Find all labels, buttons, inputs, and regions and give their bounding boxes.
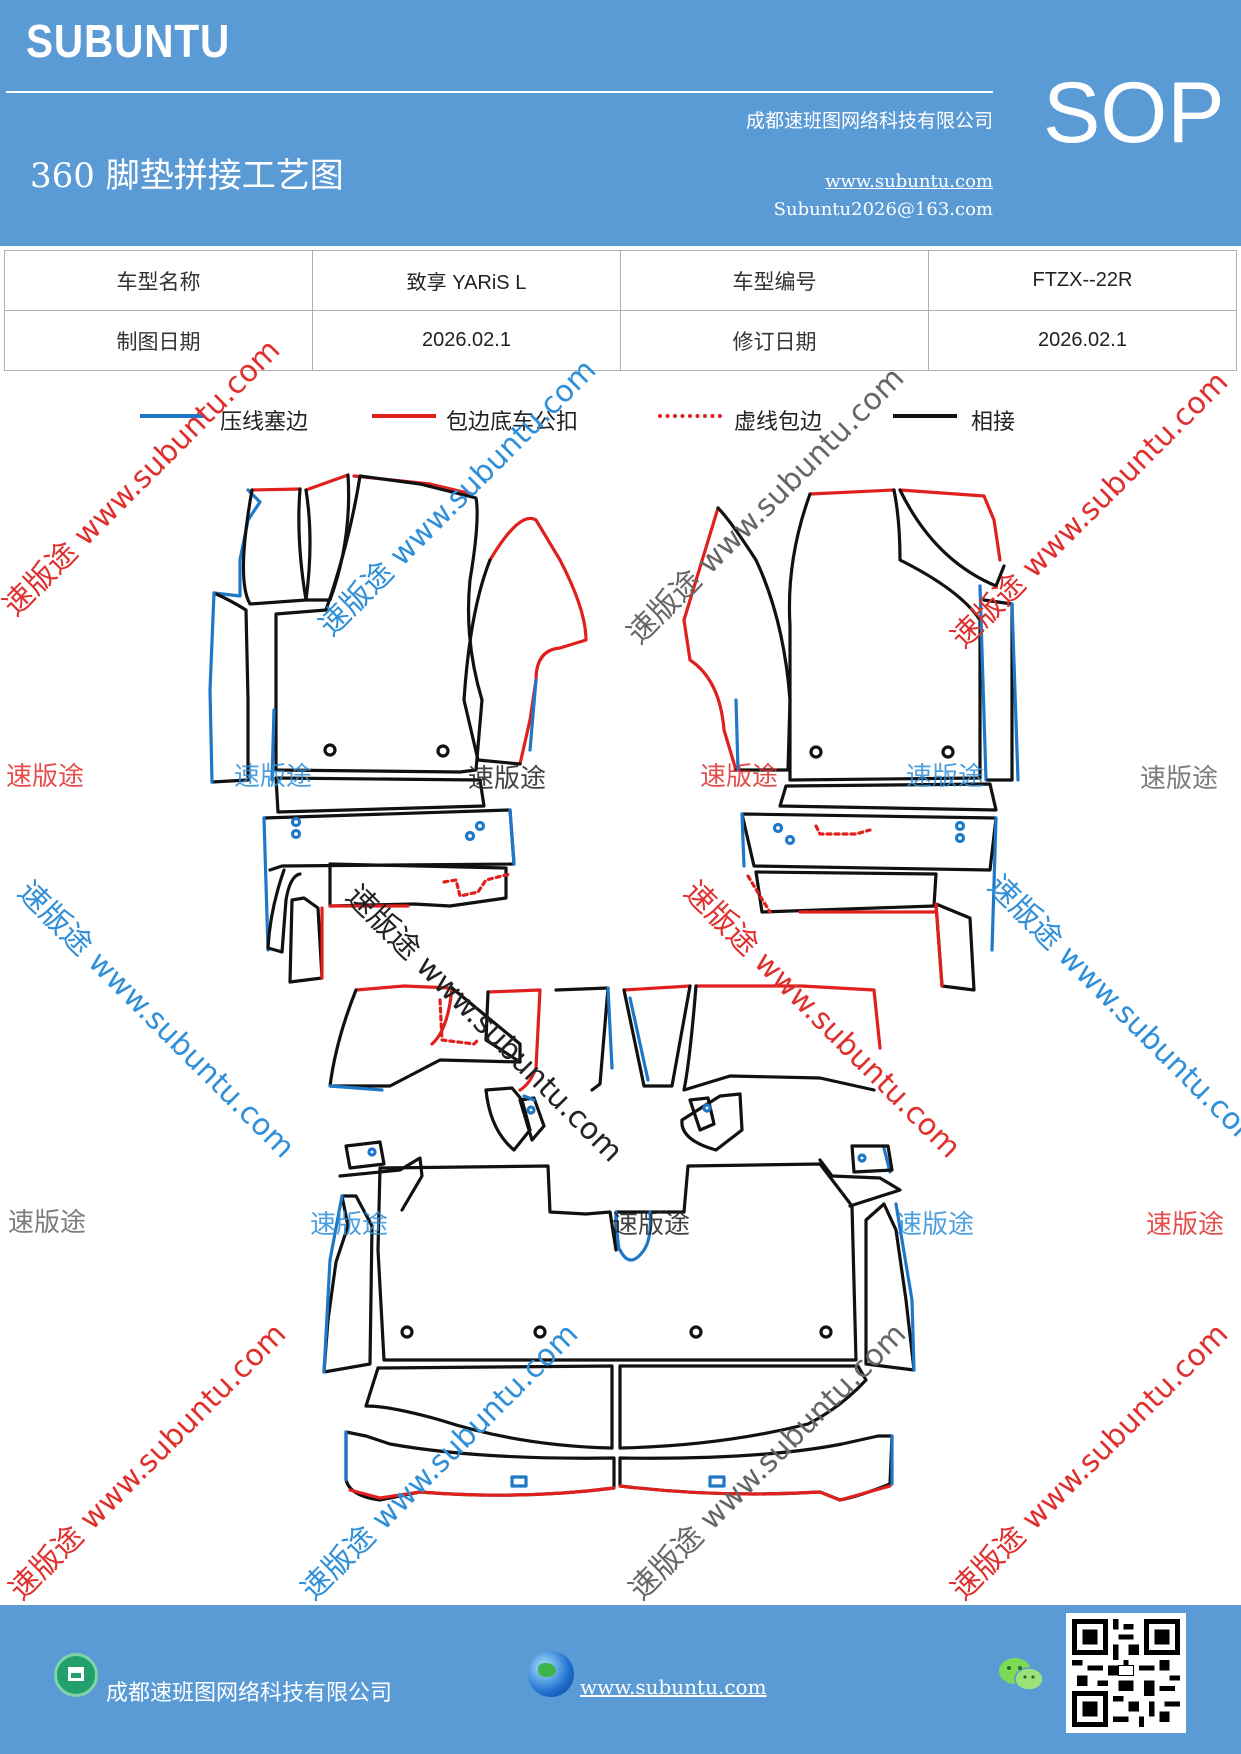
legend-label: 虚线包边 [734, 410, 823, 435]
watermark: 速版途 [896, 1210, 975, 1240]
header-email: Subuntu2026@163.com [773, 199, 993, 220]
globe-icon [528, 1651, 574, 1697]
front-right-footwell [740, 812, 998, 992]
header-company: 成都速班图网络科技有限公司 [745, 110, 993, 132]
watermark: 速版途 [310, 1210, 389, 1240]
draw-date-label: 制图日期 [4, 310, 313, 371]
floor-mat-diagram [208, 473, 1020, 1502]
draw-date-value: 2026.02.1 [312, 310, 621, 371]
fr-clip-hole [941, 745, 955, 759]
front-left-footwell [262, 808, 516, 984]
watermark: 速版途 [1146, 1210, 1225, 1240]
watermark: 速版途 [8, 1208, 87, 1238]
rear-clip-hole [400, 1325, 414, 1339]
info-row-model: 车型名称 致享 YARiS L 车型编号 FTZX--22R [4, 250, 1237, 311]
sop-label: SOP [1043, 65, 1225, 161]
info-row-dates: 制图日期 2026.02.1 修订日期 2026.02.1 [4, 310, 1237, 371]
fl-clip-hole [436, 744, 450, 758]
legend-swatch-blue [140, 414, 204, 418]
header-divider [6, 91, 993, 93]
legend-label: 相接 [971, 410, 1016, 435]
legend-swatch-red-dotted [658, 414, 722, 418]
wechat-icon [999, 1658, 1044, 1691]
watermark: 速版途 [468, 764, 547, 794]
header-banner: SUBUNTU 成都速班图网络科技有限公司 360 脚垫拼接工艺图 www.su… [0, 0, 1241, 246]
legend-swatch-black [893, 414, 957, 418]
legend-dotted-wrap: 虚线包边 [658, 404, 858, 435]
watermark: 速版途 [1140, 764, 1219, 794]
fl-left-strip [212, 488, 262, 598]
rear-clip-hole [533, 1325, 547, 1339]
info-table: 车型名称 致享 YARiS L 车型编号 FTZX--22R 制图日期 2026… [4, 250, 1237, 371]
model-name-value: 致享 YARiS L [312, 250, 621, 311]
model-code-value: FTZX--22R [928, 250, 1237, 311]
qr-code [1066, 1613, 1186, 1733]
qr-code-pattern [1072, 1619, 1180, 1727]
watermark: 速版途 [906, 762, 985, 792]
legend-joint: 相接 [893, 404, 1053, 435]
watermark: 速版途 [234, 762, 313, 792]
legend-label: 压线塞边 [220, 410, 309, 435]
legend-wrap-edge: 包边底车公扣 [372, 404, 622, 435]
legend-press-line: 压线塞边 [140, 404, 340, 435]
rear-right-wells [622, 984, 882, 1152]
model-code-label: 车型编号 [620, 250, 929, 311]
company-icon [54, 1653, 98, 1697]
header-website-link[interactable]: www.subuntu.com [825, 171, 993, 192]
page-title: 360 脚垫拼接工艺图 [30, 156, 344, 196]
footer-company: 成都速班图网络科技有限公司 [106, 1681, 393, 1706]
brand-logo: SUBUNTU [26, 15, 231, 67]
front-left-mat [208, 473, 588, 814]
fr-clip-hole [809, 745, 823, 759]
fl-clip-hole [323, 743, 337, 757]
rear-left-wells [328, 984, 614, 1152]
watermark: 速版途 [612, 1210, 691, 1240]
footer-website-link[interactable]: www.subuntu.com [580, 1675, 767, 1699]
rear-clip-hole [689, 1325, 703, 1339]
footer-banner: 成都速班图网络科技有限公司 www.subuntu.com [0, 1605, 1241, 1754]
rear-clip-hole [819, 1325, 833, 1339]
rear-main-mat [322, 1140, 916, 1502]
legend-label: 包边底车公扣 [446, 410, 579, 435]
watermark: 速版途 [6, 762, 85, 792]
front-right-mat [682, 488, 1020, 812]
revise-date-value: 2026.02.1 [928, 310, 1237, 371]
model-name-label: 车型名称 [4, 250, 313, 311]
watermark: 速版途 [700, 762, 779, 792]
legend-swatch-red [372, 414, 436, 418]
